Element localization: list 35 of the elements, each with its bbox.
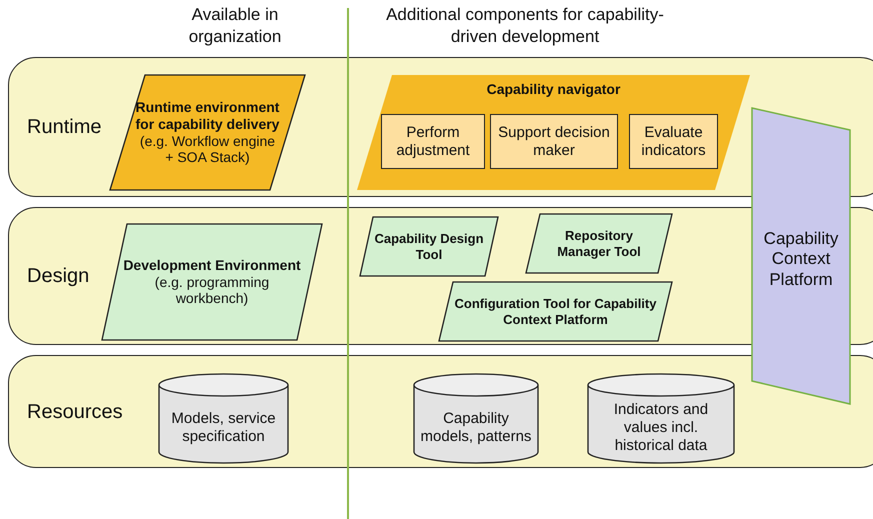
process-box xyxy=(381,114,485,169)
parallelogram-box xyxy=(109,74,306,191)
lane-label: Resources xyxy=(27,400,123,424)
process-box xyxy=(490,114,618,169)
box-text: Capability Context Platform xyxy=(762,229,840,290)
box-text: (e.g. Workflow engine + SOA Stack) xyxy=(138,132,276,166)
swimlane-band xyxy=(8,57,873,197)
box-text: Perform adjustment xyxy=(395,124,471,160)
platform-trapezoid xyxy=(751,107,851,405)
box-title: Configuration Tool for Capability Context Platform xyxy=(454,296,658,328)
box-text: (e.g. programming workbench) xyxy=(154,274,270,308)
box-text: Indicators and values incl. historical data xyxy=(612,400,710,454)
box-title: Capability Design Tool xyxy=(373,230,485,262)
box-title: Development Environment xyxy=(123,256,301,274)
database-cylinder xyxy=(158,373,289,464)
database-cylinder xyxy=(587,373,735,464)
process-box xyxy=(629,114,718,169)
box-text: Support decision maker xyxy=(497,124,611,160)
box-title: Capability navigator xyxy=(486,81,620,98)
box-title: Runtime environment for capability delivery xyxy=(134,98,280,132)
parallelogram-box xyxy=(356,74,751,191)
column-header: Additional components for capability-driven development xyxy=(385,4,665,48)
lane-label: Runtime xyxy=(27,115,102,140)
box-text: Evaluate indicators xyxy=(640,124,707,160)
parallelogram-box xyxy=(101,223,323,341)
column-header: Available in organization xyxy=(188,4,282,48)
parallelogram-box xyxy=(525,213,673,274)
swimlane-band xyxy=(8,355,873,468)
parallelogram-box xyxy=(438,281,673,342)
box-text: Capability models, patterns xyxy=(420,410,532,446)
box-title: Repository Manager Tool xyxy=(556,228,642,260)
parallelogram-box xyxy=(359,216,499,277)
lane-label: Design xyxy=(27,264,90,289)
box-text: Models, service specification xyxy=(170,410,277,446)
database-cylinder xyxy=(413,373,539,464)
